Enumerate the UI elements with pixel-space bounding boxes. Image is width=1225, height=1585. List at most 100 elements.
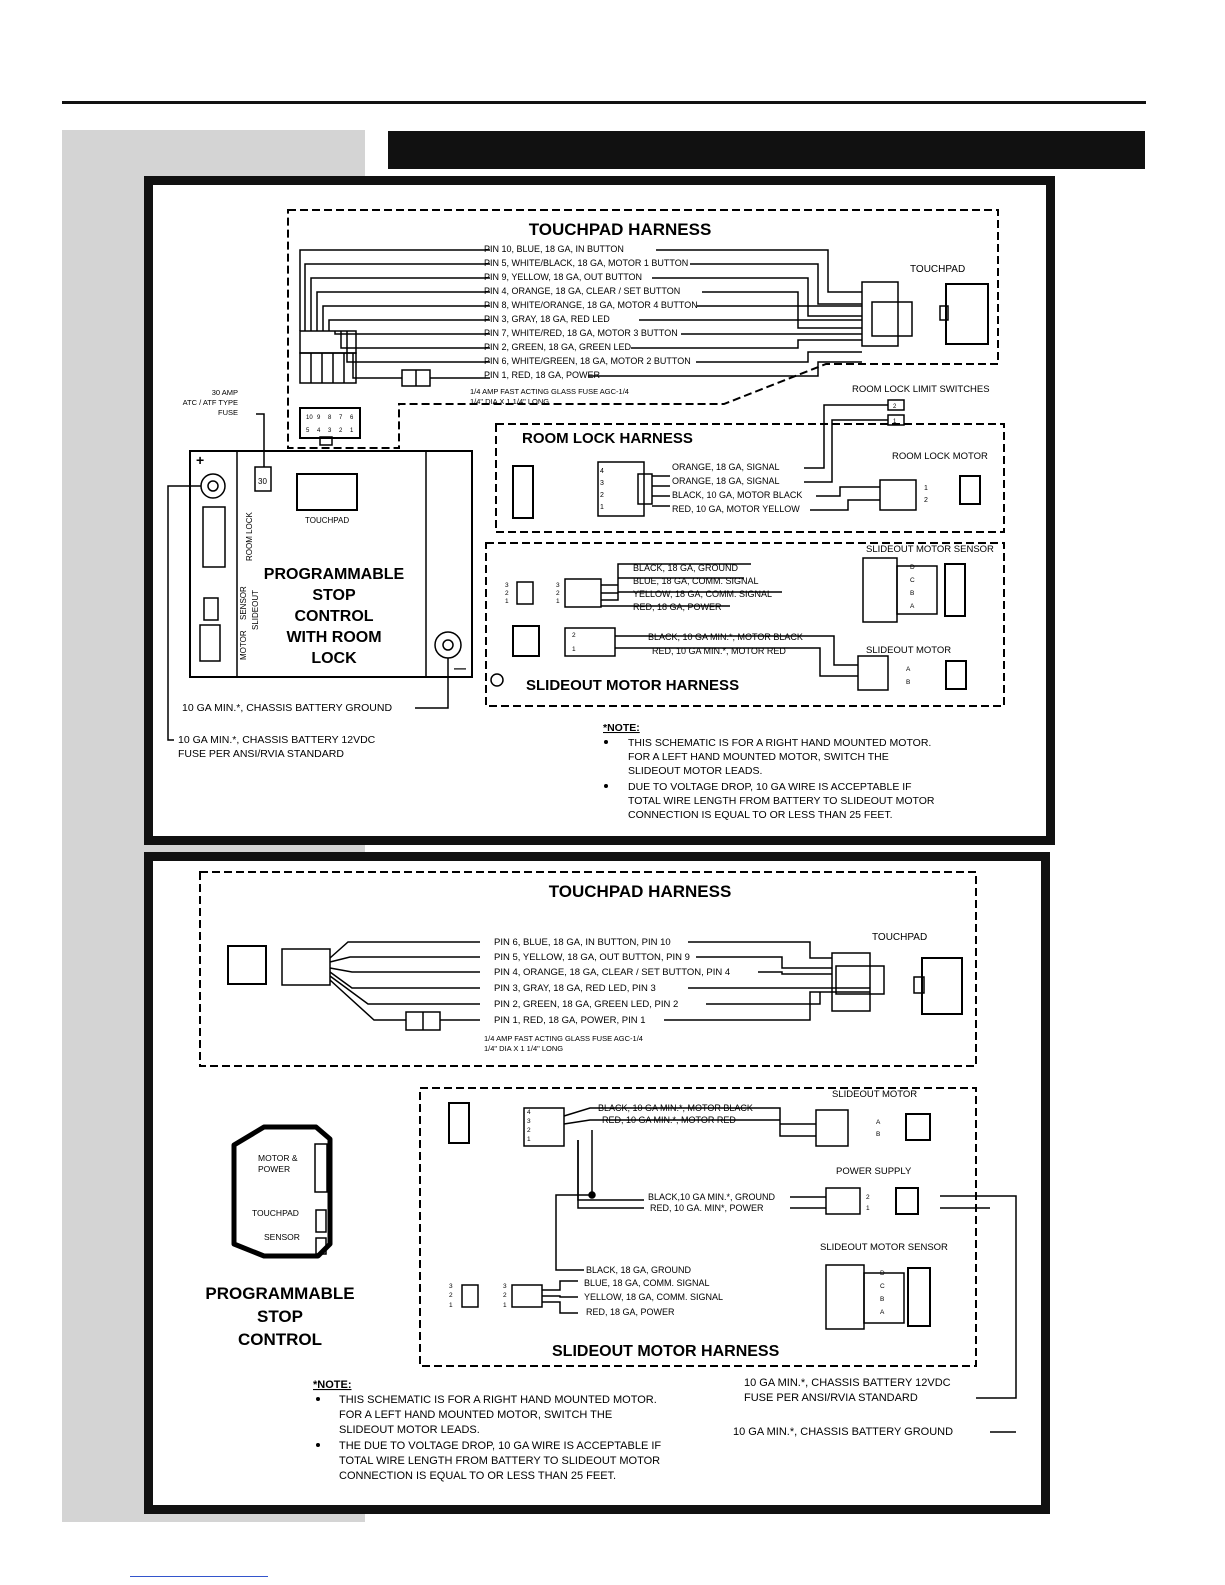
d1-fuse-size: 1/4" DIA X 1 1/4" LONG: [470, 397, 549, 406]
d2-sensor-letter: A: [880, 1309, 885, 1316]
d1-sensor-port: SENSOR: [239, 586, 248, 620]
d1-motor-letter: B: [906, 679, 910, 686]
d2-motor-pin: 3: [527, 1118, 531, 1125]
d1-sensor-pin: 3: [505, 582, 509, 589]
d2-sensor-wire: BLACK, 18 GA, GROUND: [586, 1265, 692, 1275]
d1-control-title: CONTROL: [294, 608, 373, 625]
d2-power-wire: RED, 10 GA. MIN*, POWER: [650, 1203, 764, 1213]
d1-note-line: FOR A LEFT HAND MOUNTED MOTOR, SWITCH TH…: [628, 751, 889, 763]
d1-sensor-letter: D: [910, 564, 915, 571]
d1-rl-motor-pin: 1: [924, 485, 928, 492]
d1-wire-label: PIN 8, WHITE/ORANGE, 18 GA, MOTOR 4 BUTT…: [484, 300, 698, 310]
d2-note-line: THIS SCHEMATIC IS FOR A RIGHT HAND MOUNT…: [339, 1394, 657, 1406]
d2-wire-label: PIN 3, GRAY, 18 GA, RED LED, PIN 3: [494, 983, 656, 994]
d1-plug-pin: 3: [328, 428, 332, 434]
d2-sensor-pin: 3: [449, 1283, 453, 1290]
diagram-panel-standard: [144, 852, 1050, 1514]
d2-port-label: POWER: [258, 1164, 290, 1174]
d2-sensor-pin: 1: [503, 1302, 507, 1309]
d1-battery-label: 10 GA MIN.*, CHASSIS BATTERY 12VDC: [178, 734, 376, 746]
d1-sensor-letter: A: [910, 603, 915, 610]
d1-rl-wire: ORANGE, 18 GA, SIGNAL: [672, 462, 780, 472]
d1-rl-motor-pin: 2: [924, 497, 928, 504]
d2-motor-pin: 2: [527, 1127, 531, 1134]
d1-room-lock-pin: 4: [600, 468, 604, 475]
d2-sensor-pin: 2: [503, 1292, 507, 1299]
d2-sensor-wire: YELLOW, 18 GA, COMM. SIGNAL: [584, 1292, 723, 1302]
d2-wire-label: PIN 6, BLUE, 18 GA, IN BUTTON, PIN 10: [494, 937, 671, 948]
d2-note-title: *NOTE:: [313, 1379, 352, 1391]
section-header-bar: [388, 131, 1145, 169]
d1-motor-wire: BLACK, 10 GA MIN.*, MOTOR BLACK: [648, 632, 803, 642]
d1-slideout-harness-title: SLIDEOUT MOTOR HARNESS: [526, 677, 739, 694]
d1-note-line: CONNECTION IS EQUAL TO OR LESS THAN 25 F…: [628, 809, 893, 821]
d1-motor-pin: 2: [572, 632, 576, 639]
d1-sensor-pin: 2: [505, 590, 509, 597]
d2-motor-wire: BLACK, 10 GA MIN.*, MOTOR BLACK: [598, 1103, 753, 1113]
d1-plug-pin: 7: [339, 415, 343, 421]
d2-slideout-harness-title: SLIDEOUT MOTOR HARNESS: [552, 1343, 780, 1360]
d1-atc-fuse: FUSE: [218, 408, 238, 417]
d1-wire-label: PIN 7, WHITE/RED, 18 GA, MOTOR 3 BUTTON: [484, 328, 678, 338]
d1-control-title: LOCK: [311, 650, 357, 667]
d2-sensor-wire: RED, 18 GA, POWER: [586, 1307, 675, 1317]
d2-power-pin: 2: [866, 1194, 870, 1201]
d2-control-title: CONTROL: [238, 1330, 322, 1349]
d2-motor-letter: B: [876, 1131, 880, 1138]
d2-port-label: SENSOR: [264, 1232, 300, 1242]
d1-plug-pin: 8: [328, 415, 332, 421]
d1-motor-title: SLIDEOUT MOTOR: [866, 645, 951, 656]
d2-note-line: SLIDEOUT MOTOR LEADS.: [339, 1424, 480, 1436]
d1-rl-wire: ORANGE, 18 GA, SIGNAL: [672, 476, 780, 486]
d1-wire-label: PIN 3, GRAY, 18 GA, RED LED: [484, 314, 610, 324]
d2-sensor-wire: BLUE, 18 GA, COMM. SIGNAL: [584, 1278, 710, 1288]
d2-wire-label: PIN 4, ORANGE, 18 GA, CLEAR / SET BUTTON…: [494, 967, 730, 978]
d2-sensor-pin: 3: [503, 1283, 507, 1290]
d1-wire-label: PIN 4, ORANGE, 18 GA, CLEAR / SET BUTTON: [484, 286, 680, 296]
d2-motor-pin: 4: [527, 1109, 531, 1116]
d1-wire-label: PIN 9, YELLOW, 18 GA, OUT BUTTON: [484, 272, 642, 282]
d1-sensor-pin: 1: [556, 598, 560, 605]
d1-motor-letter: A: [906, 666, 911, 673]
d1-note-line: DUE TO VOLTAGE DROP, 10 GA WIRE IS ACCEP…: [628, 781, 912, 793]
d1-plug-pin: 9: [317, 415, 321, 421]
d1-sensor-letter: C: [910, 577, 915, 584]
d1-room-lock-motor: ROOM LOCK MOTOR: [892, 451, 988, 462]
d1-limit-switches: ROOM LOCK LIMIT SWITCHES: [852, 384, 990, 395]
d2-sensor-letter: C: [880, 1283, 885, 1290]
d1-plug-pin: 4: [317, 428, 321, 434]
d1-wire-label: PIN 6, WHITE/GREEN, 18 GA, MOTOR 2 BUTTO…: [484, 356, 691, 366]
d1-note-title: *NOTE:: [603, 722, 640, 734]
d1-control-title: PROGRAMMABLE: [264, 566, 405, 583]
d1-limit-pin: 1: [893, 419, 897, 425]
d1-sensor-pin: 2: [556, 590, 560, 597]
d1-plug-pin: 10: [306, 415, 313, 421]
d2-fuse-note: 1/4 AMP FAST ACTING GLASS FUSE AGC-1/4: [484, 1034, 643, 1043]
d1-wire-label: PIN 5, WHITE/BLACK, 18 GA, MOTOR 1 BUTTO…: [484, 258, 688, 268]
d2-motor-pin: 1: [527, 1136, 531, 1143]
d2-control-title: STOP: [257, 1307, 303, 1326]
d1-room-lock-pin: 2: [600, 492, 604, 499]
d1-room-lock-harness-title: ROOM LOCK HARNESS: [522, 430, 693, 447]
d1-sensor-pin: 1: [505, 598, 509, 605]
d1-plug-pin: 5: [306, 428, 310, 434]
d2-power-wire: BLACK,10 GA MIN.*, GROUND: [648, 1192, 776, 1202]
top-rule: [62, 101, 1146, 104]
d1-control-touchpad-port: TOUCHPAD: [305, 516, 349, 525]
d2-note-line: FOR A LEFT HAND MOUNTED MOTOR, SWITCH TH…: [339, 1409, 612, 1421]
d2-battery-label: 10 GA MIN.*, CHASSIS BATTERY 12VDC: [744, 1377, 951, 1389]
d1-minus: —: [454, 661, 466, 675]
d2-power-supply: POWER SUPPLY: [836, 1166, 912, 1177]
d1-sensor-letter: B: [910, 590, 914, 597]
d2-ground-label: 10 GA MIN.*, CHASSIS BATTERY GROUND: [733, 1426, 953, 1438]
d2-sensor-pin: 2: [449, 1292, 453, 1299]
d2-sensor-letter: B: [880, 1296, 884, 1303]
d1-touchpad-label: TOUCHPAD: [910, 264, 965, 275]
d1-sensor-wire: BLACK, 18 GA, GROUND: [633, 563, 739, 573]
d2-sensor-letter: D: [880, 1270, 885, 1277]
d2-sensor-title: SLIDEOUT MOTOR SENSOR: [820, 1242, 948, 1253]
d1-plug-pin: 1: [350, 428, 354, 434]
d1-motor-wire: RED, 10 GA MIN.*, MOTOR RED: [652, 646, 786, 656]
page-footer-link[interactable]: [130, 1576, 268, 1577]
